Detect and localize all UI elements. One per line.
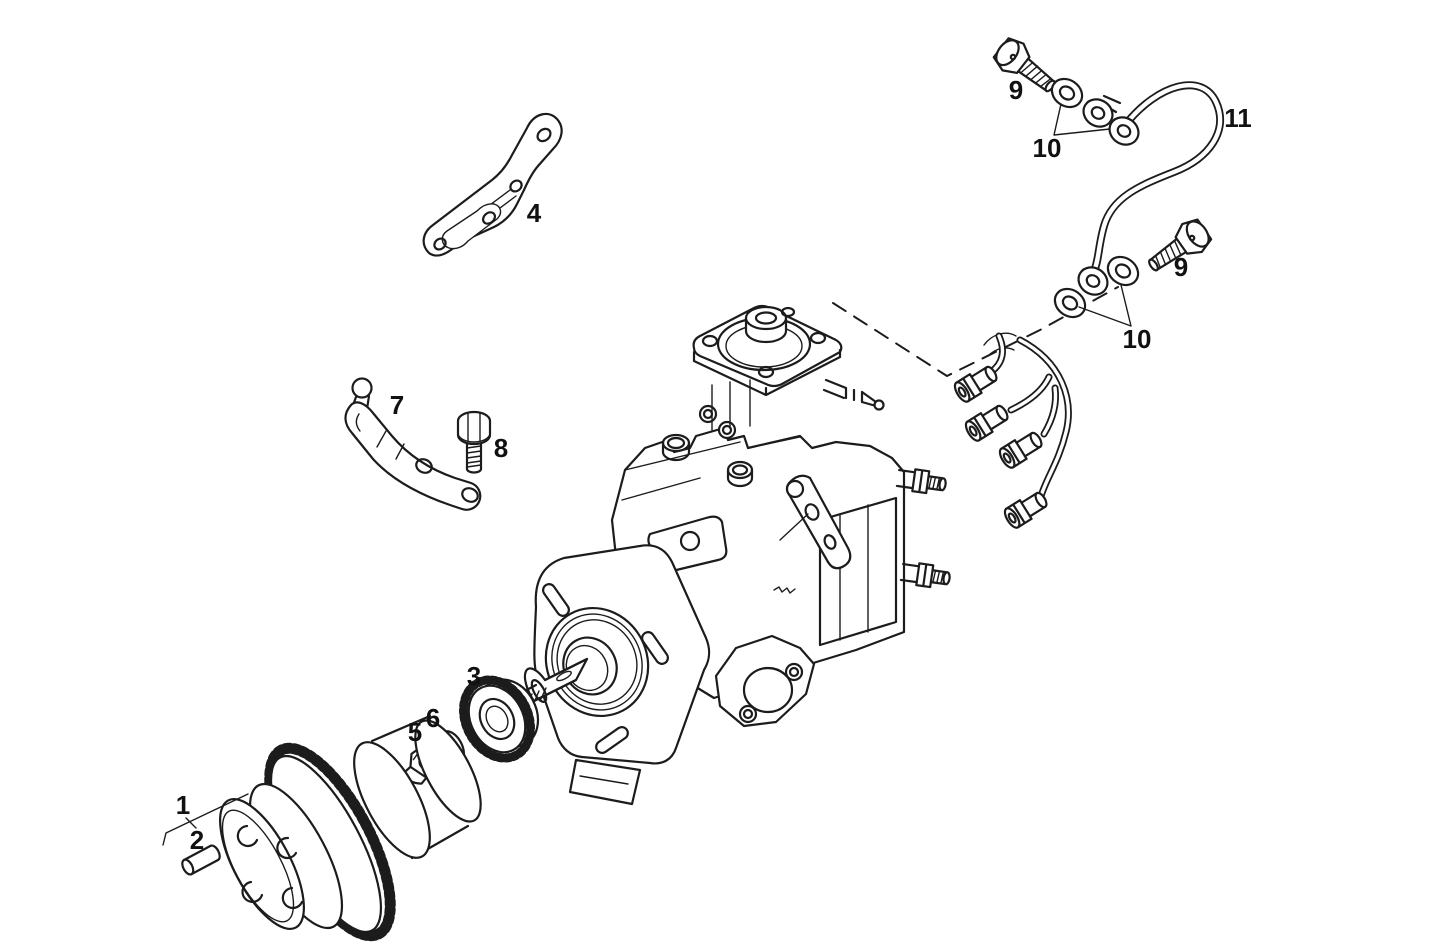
callout-6: 6 xyxy=(426,703,440,733)
callout-10-upper: 10 xyxy=(1033,133,1062,163)
callout-3: 3 xyxy=(467,661,481,691)
callout-10-lower: 10 xyxy=(1123,324,1152,354)
callout-4: 4 xyxy=(527,198,542,228)
callout-5: 5 xyxy=(408,717,422,747)
callout-2: 2 xyxy=(190,825,204,855)
delivery-valve-pipes xyxy=(950,332,1072,532)
governor-cover xyxy=(692,304,885,431)
callout-labels: 1 2 3 4 5 6 7 8 9 10 11 9 10 xyxy=(176,75,1252,855)
pin-part2 xyxy=(181,844,221,876)
callout-7: 7 xyxy=(390,390,404,420)
support-bracket-part4 xyxy=(422,112,563,257)
callout-9-lower: 9 xyxy=(1174,252,1188,282)
callout-1: 1 xyxy=(176,790,190,820)
callout-9-upper: 9 xyxy=(1009,75,1023,105)
fuel-pipe-part11 xyxy=(1072,81,1225,302)
leader-lines xyxy=(162,103,1132,846)
drive-gear-assembly-part1 xyxy=(219,714,482,942)
callout-8: 8 xyxy=(494,433,508,463)
gear-part3 xyxy=(459,675,540,763)
callout-11: 11 xyxy=(1224,103,1252,133)
bolt-part8 xyxy=(456,410,492,474)
control-lever-part7 xyxy=(344,377,482,511)
